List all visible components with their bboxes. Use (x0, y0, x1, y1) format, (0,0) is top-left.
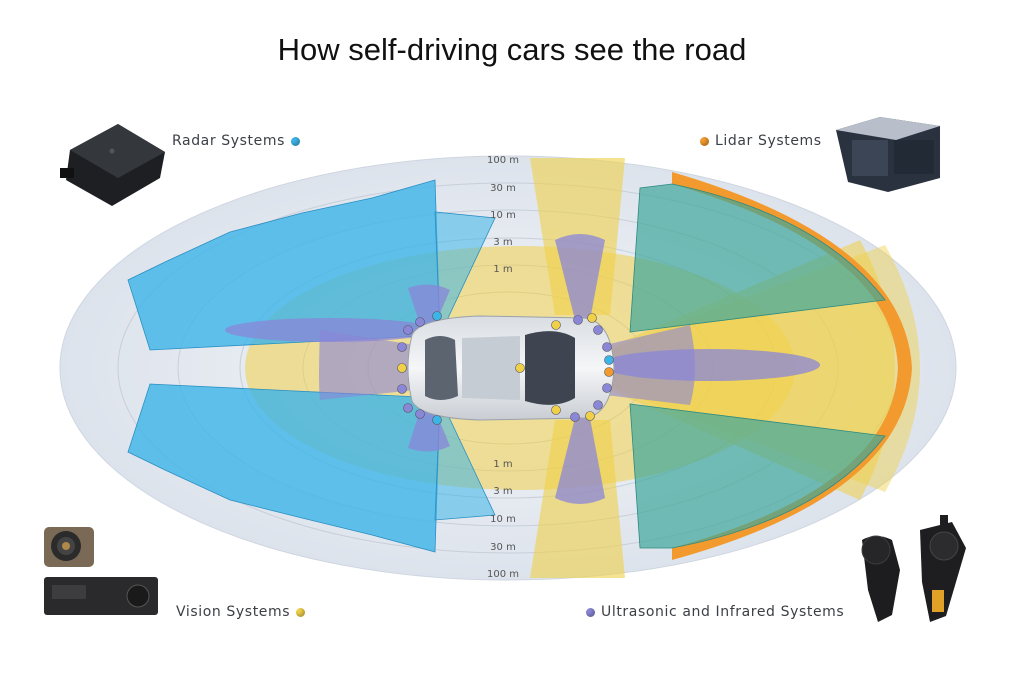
sensor-dot (551, 405, 561, 415)
sensor-dot (397, 363, 407, 373)
ultrasonic-bottom-front (555, 418, 605, 504)
legend-ultrasonic-label: Ultrasonic and Infrared Systems (601, 604, 845, 620)
ultrasonic-front-right (605, 325, 695, 405)
legend-vision: Vision Systems (176, 604, 311, 620)
sensor-dot (593, 400, 603, 410)
legend-lidar-dot (700, 136, 709, 146)
legend-lidar: Lidar Systems (694, 133, 822, 149)
sensor-dot (585, 411, 595, 421)
radar-sensor-icon (60, 124, 165, 206)
ring-label: 3 m (493, 237, 512, 248)
range-labels-top: 100 m 30 m 10 m 3 m 1 m (487, 155, 519, 275)
range-labels-bottom: 1 m 3 m 10 m 30 m 100 m (487, 459, 519, 580)
sensor-dot (415, 317, 425, 327)
ring-label: 1 m (493, 459, 512, 470)
sensor-dots (397, 311, 614, 425)
radar-rear-lower-inner (434, 397, 496, 521)
radar-coverage (127, 179, 496, 553)
sensor-dot (403, 325, 413, 335)
legend-ultrasonic-dot (586, 607, 595, 617)
car-windshield (525, 331, 575, 405)
lidar-upper-sector (629, 183, 886, 333)
radar-rear-upper (127, 179, 441, 351)
ring-label: 100 m (487, 569, 519, 580)
sensor-dot (397, 342, 407, 352)
ring-label: 100 m (487, 155, 519, 166)
sensor-dot (573, 315, 583, 325)
radar-rear-upper-inner (434, 211, 496, 336)
legend-lidar-label: Lidar Systems (715, 133, 822, 149)
car-top-view (407, 315, 615, 421)
ring-label: 10 m (490, 210, 516, 221)
legend-vision-dot (296, 607, 306, 617)
sensor-dot (551, 320, 561, 330)
ring-label: 30 m (490, 183, 516, 194)
ultrasonic-top-rear (408, 284, 450, 325)
sensor-dot (602, 342, 612, 352)
sensor-dot (415, 409, 425, 419)
ring-label: 3 m (493, 486, 512, 497)
legend-radar: Radar Systems (172, 133, 306, 149)
sensor-dot (403, 403, 413, 413)
sensor-dot (604, 355, 614, 365)
ultrasonic-top-front (555, 234, 605, 320)
sensor-dot (432, 311, 442, 321)
car-rear-window (425, 336, 458, 400)
ultrasonic-sensor-icon (861, 515, 966, 622)
ultrasonic-rear-beam (225, 318, 435, 342)
ultrasonic-coverage (225, 234, 820, 504)
legend-radar-dot (290, 136, 300, 146)
ring-label: 1 m (493, 264, 512, 275)
sensor-dot (570, 412, 580, 422)
ultrasonic-rear-left (319, 330, 415, 400)
sensor-dot (593, 325, 603, 335)
ultrasonic-bottom-rear (408, 410, 450, 452)
lidar-lower-sector (629, 403, 886, 549)
sensor-dot (515, 363, 525, 373)
sensor-dot (397, 384, 407, 394)
lidar-sensor-icon (836, 117, 940, 192)
radar-rear-lower (127, 383, 441, 553)
legend-vision-label: Vision Systems (176, 604, 291, 620)
sensor-dot (587, 313, 597, 323)
ring-label: 10 m (490, 514, 516, 525)
legend-radar-label: Radar Systems (172, 133, 285, 149)
ring-label: 30 m (490, 542, 516, 553)
sensor-dot (602, 383, 612, 393)
lidar-coverage (629, 172, 912, 560)
sensor-dot (432, 415, 442, 425)
camera-sensor-icon (44, 527, 158, 615)
legend-ultrasonic: Ultrasonic and Infrared Systems (580, 604, 844, 620)
car-roof (462, 336, 520, 400)
sensor-dot (604, 367, 614, 377)
page-title: How self-driving cars see the road (277, 32, 747, 67)
